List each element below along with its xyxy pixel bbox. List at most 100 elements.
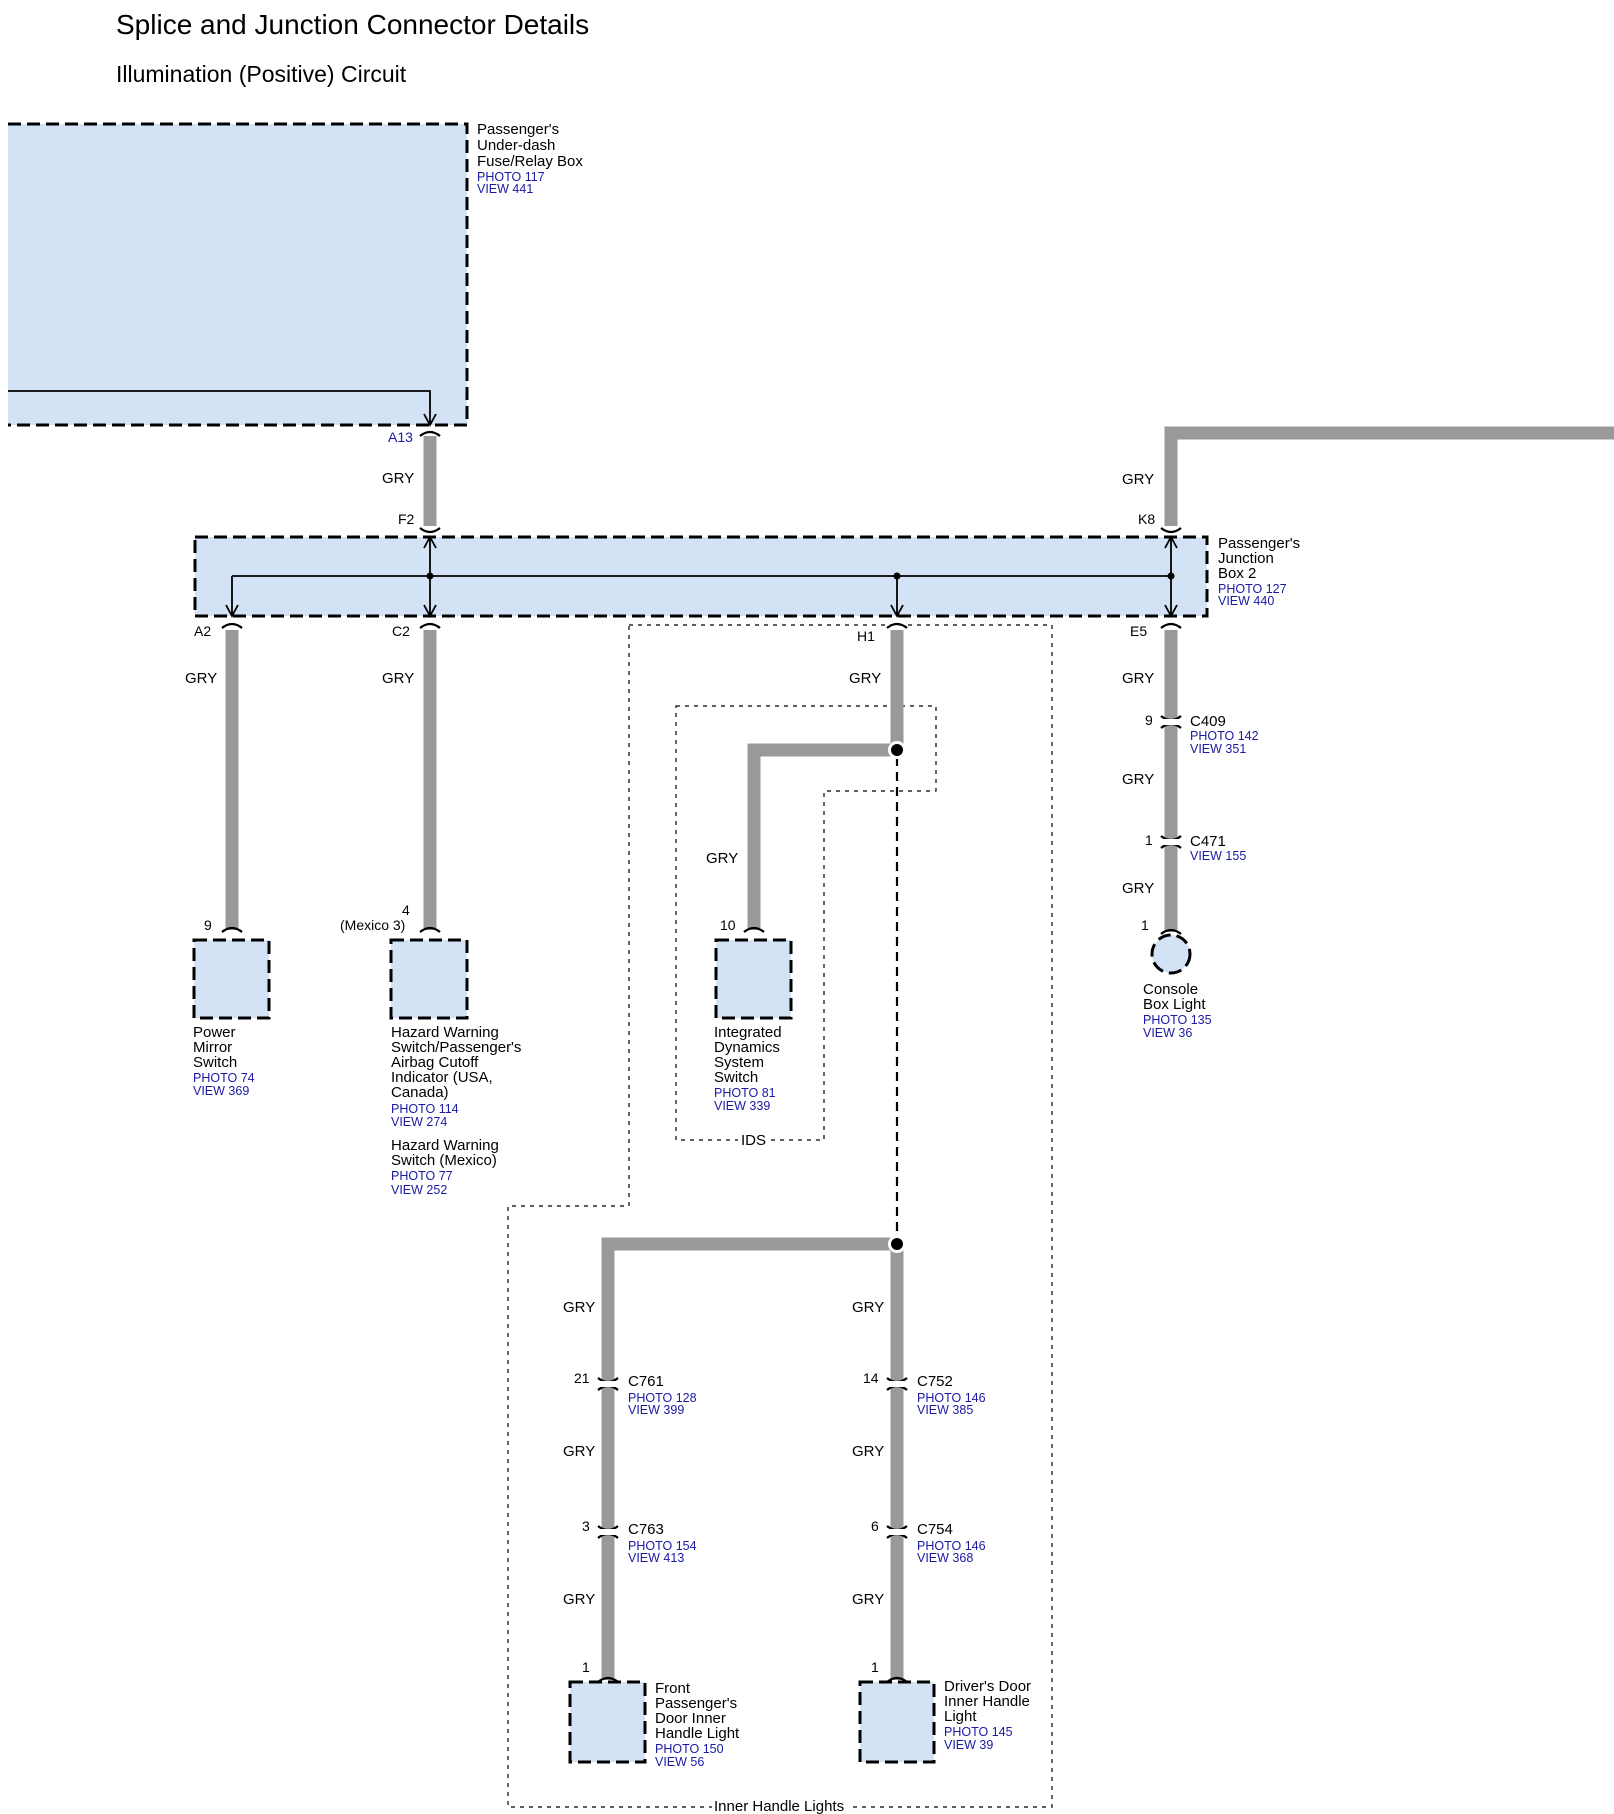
hazard-mexico-label-1: Hazard Warning (391, 1137, 499, 1154)
jb-pin-c2: C2 (392, 623, 410, 639)
c471-label: C471 (1190, 833, 1226, 850)
wire-label-ids: GRY (706, 850, 738, 867)
ids-group-label: IDS (741, 1132, 766, 1149)
driver-view[interactable]: VIEW 39 (944, 1738, 993, 1752)
front-pass-photo[interactable]: PHOTO 150 (655, 1742, 724, 1756)
hazard-label-5: Canada) (391, 1084, 449, 1101)
hazard-view[interactable]: VIEW 274 (391, 1115, 447, 1129)
inner-handle-group (507, 624, 1053, 1808)
wire-label-h1: GRY (849, 670, 881, 687)
ids-group (675, 705, 937, 1141)
hazard-mexico-label-2: Switch (Mexico) (391, 1152, 497, 1169)
c761-pin: 21 (574, 1370, 590, 1386)
power-mirror-switch[interactable] (192, 938, 271, 1020)
front-pass-label-4: Handle Light (655, 1725, 740, 1742)
splice-point-2 (891, 1238, 903, 1250)
driver-handle-light[interactable] (858, 1680, 936, 1764)
jb-pin-h1: H1 (857, 628, 875, 644)
ids-conn-mark (743, 926, 765, 933)
hazard-label-1: Hazard Warning (391, 1024, 499, 1041)
jb-pin-f2: F2 (398, 511, 415, 527)
wire-k8-incoming (1164, 426, 1614, 526)
wire-label-dr-3: GRY (852, 1591, 884, 1608)
hazard-pin-mexico: (Mexico 3) (340, 917, 405, 933)
c471-pin: 1 (1145, 832, 1153, 848)
hazard-mexico-view[interactable]: VIEW 252 (391, 1183, 447, 1197)
c763-pin: 3 (582, 1518, 590, 1534)
c752-photo[interactable]: PHOTO 146 (917, 1391, 986, 1405)
c752-view[interactable]: VIEW 385 (917, 1403, 973, 1417)
wire-label-dr-1: GRY (852, 1299, 884, 1316)
c763-label: C763 (628, 1521, 664, 1538)
fuse-box-view[interactable]: VIEW 441 (477, 182, 533, 196)
jb-photo[interactable]: PHOTO 127 (1218, 582, 1287, 596)
c763-photo[interactable]: PHOTO 154 (628, 1539, 697, 1553)
hazard-warning-switch[interactable] (389, 938, 469, 1020)
wire-label-c2: GRY (382, 670, 414, 687)
jb-view[interactable]: VIEW 440 (1218, 594, 1274, 608)
page-title: Splice and Junction Connector Details (116, 9, 589, 40)
wire-label-fp-1: GRY (563, 1299, 595, 1316)
c409-label: C409 (1190, 713, 1226, 730)
wire-label-fp-2: GRY (563, 1443, 595, 1460)
wire-label-e5-2: GRY (1122, 771, 1154, 788)
console-label-1: Console (1143, 981, 1198, 998)
power-mirror-label-3: Switch (193, 1054, 237, 1071)
fuse-box-pin: A13 (388, 429, 413, 445)
front-pass-label-2: Passenger's (655, 1695, 737, 1712)
power-mirror-pin: 9 (204, 917, 212, 933)
ids-photo[interactable]: PHOTO 81 (714, 1086, 776, 1100)
hazard-mexico-photo[interactable]: PHOTO 77 (391, 1169, 453, 1183)
driver-photo[interactable]: PHOTO 145 (944, 1725, 1013, 1739)
wire-label-e5-3: GRY (1122, 880, 1154, 897)
power-mirror-label-2: Mirror (193, 1039, 232, 1056)
c754-pin: 6 (871, 1518, 879, 1534)
wire-label-e5-1: GRY (1122, 670, 1154, 687)
junction-box-2 (193, 535, 1209, 618)
console-photo[interactable]: PHOTO 135 (1143, 1013, 1212, 1027)
ids-label-2: Dynamics (714, 1039, 780, 1056)
fuse-box-label-2: Under-dash (477, 137, 555, 154)
c761-photo[interactable]: PHOTO 128 (628, 1391, 697, 1405)
c409-photo[interactable]: PHOTO 142 (1190, 729, 1259, 743)
hazard-label-3: Airbag Cutoff (391, 1054, 479, 1071)
ids-label-1: Integrated (714, 1024, 782, 1041)
wire-label-fp-3: GRY (563, 1591, 595, 1608)
pm-conn-mark (221, 926, 243, 933)
power-mirror-label-1: Power (193, 1024, 236, 1041)
front-pass-view[interactable]: VIEW 56 (655, 1755, 704, 1769)
console-view[interactable]: VIEW 36 (1143, 1026, 1192, 1040)
ids-label-3: System (714, 1054, 764, 1071)
c754-view[interactable]: VIEW 368 (917, 1551, 973, 1565)
c763-view[interactable]: VIEW 413 (628, 1551, 684, 1565)
front-pass-label-1: Front (655, 1680, 691, 1697)
jb-pin-a2: A2 (194, 623, 211, 639)
fuse-box-label-1: Passenger's (477, 121, 559, 138)
hazard-photo[interactable]: PHOTO 114 (391, 1102, 459, 1116)
ids-pin: 10 (720, 917, 736, 933)
console-box-light-bulb[interactable] (1150, 933, 1192, 975)
driver-label-2: Inner Handle (944, 1693, 1030, 1710)
jb-label-2: Junction (1218, 550, 1274, 567)
power-mirror-photo[interactable]: PHOTO 74 (193, 1071, 255, 1085)
wire-label-a2: GRY (185, 670, 217, 687)
wire-label-k8: GRY (1122, 471, 1154, 488)
fuse-box-photo[interactable]: PHOTO 117 (477, 170, 545, 184)
ids-switch[interactable] (714, 938, 793, 1020)
c754-photo[interactable]: PHOTO 146 (917, 1539, 986, 1553)
c471-view[interactable]: VIEW 155 (1190, 849, 1246, 863)
jb-label-1: Passenger's (1218, 535, 1300, 552)
c754-label: C754 (917, 1521, 953, 1538)
power-mirror-view[interactable]: VIEW 369 (193, 1084, 249, 1098)
c409-view[interactable]: VIEW 351 (1190, 742, 1246, 756)
front-pass-handle-light[interactable] (568, 1680, 647, 1764)
fuse-box-label-3: Fuse/Relay Box (477, 153, 583, 170)
connector-marks-top (221, 430, 1182, 629)
page-subtitle: Illumination (Positive) Circuit (116, 61, 407, 87)
hazard-conn-mark (419, 926, 441, 933)
ids-view[interactable]: VIEW 339 (714, 1099, 770, 1113)
driver-label-3: Light (944, 1708, 977, 1725)
c761-view[interactable]: VIEW 399 (628, 1403, 684, 1417)
ids-label-4: Switch (714, 1069, 758, 1086)
